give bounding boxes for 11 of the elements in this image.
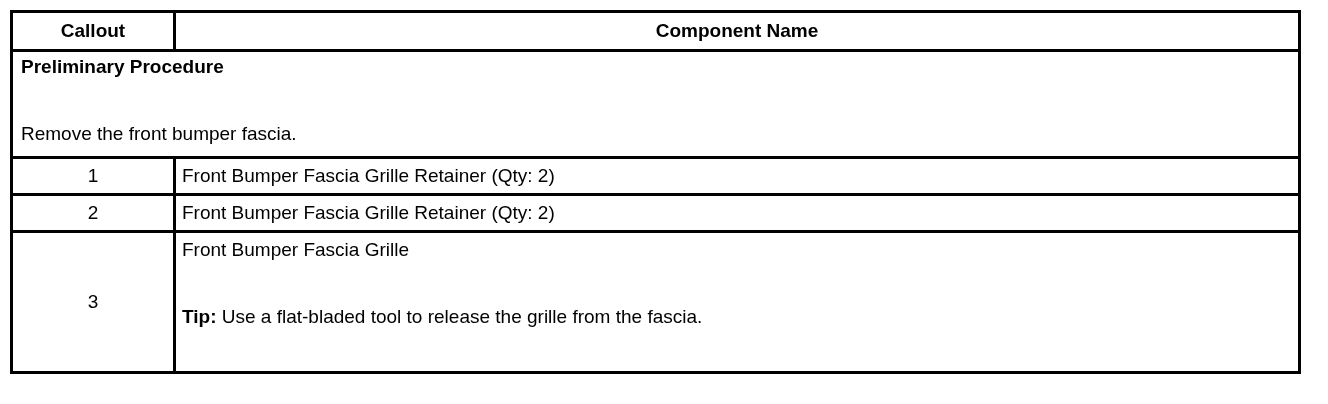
component-name: Front Bumper Fascia Grille — [182, 239, 409, 262]
callout-number: 1 — [87, 164, 99, 188]
column-header: Component Name — [655, 19, 819, 43]
callout-number: 3 — [87, 290, 99, 314]
tip-text: Tip: Use a flat-bladed tool to release the grille from the fascia. — [182, 305, 703, 329]
column-header: Callout — [60, 19, 126, 43]
callout-number: 2 — [87, 201, 99, 225]
section-heading: Preliminary Procedure — [21, 56, 224, 79]
component-name: Front Bumper Fascia Grille Retainer (Qty: 2) — [182, 201, 555, 225]
procedure-text: Remove the front bumper fascia. — [21, 122, 297, 146]
component-name: Front Bumper Fascia Grille Retainer (Qty: 2) — [182, 164, 555, 188]
